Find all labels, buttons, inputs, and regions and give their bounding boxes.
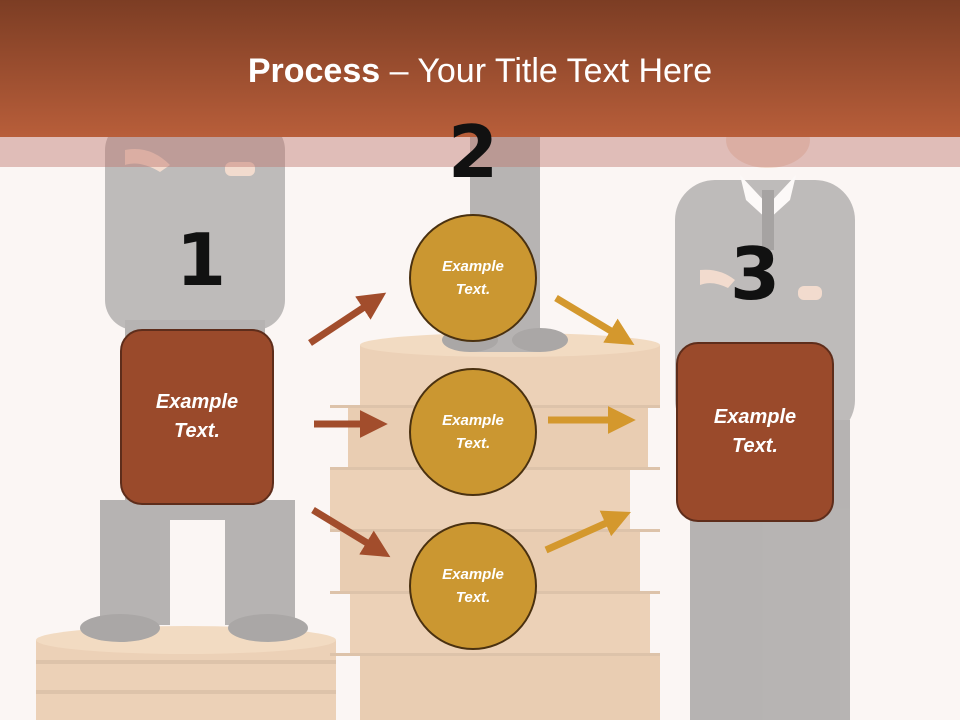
circle-middle-line2: Text. — [455, 435, 491, 452]
circle-middle-line1: Example — [442, 412, 504, 429]
arrow-right-down — [554, 294, 635, 346]
box-left-line2: Text. — [174, 420, 220, 442]
circle-top-line2: Text. — [455, 281, 491, 298]
circle-bottom-line2: Text. — [455, 589, 491, 606]
arrow-right-up — [544, 510, 631, 554]
title-rest: – Your Title Text Here — [380, 52, 713, 90]
title-bold: Process — [247, 52, 381, 90]
step-number-2: 2 — [448, 110, 499, 194]
arrow-left-down — [311, 507, 391, 558]
step-number-1: 1 — [176, 218, 227, 302]
title-strip — [0, 137, 960, 167]
circle-bottom-line1: Example — [442, 566, 504, 583]
arrow-left-up — [308, 292, 387, 346]
step-number-3: 3 — [730, 232, 781, 316]
title-bar — [0, 0, 960, 137]
box-left-line1: Example — [155, 391, 239, 413]
slide-title: Process – Your Title Text Here — [0, 52, 960, 91]
box-right-line1: Example — [713, 406, 797, 428]
box-right-line2: Text. — [732, 435, 778, 457]
circle-top-line1: Example — [442, 258, 504, 275]
coin-stack-left — [36, 626, 336, 720]
